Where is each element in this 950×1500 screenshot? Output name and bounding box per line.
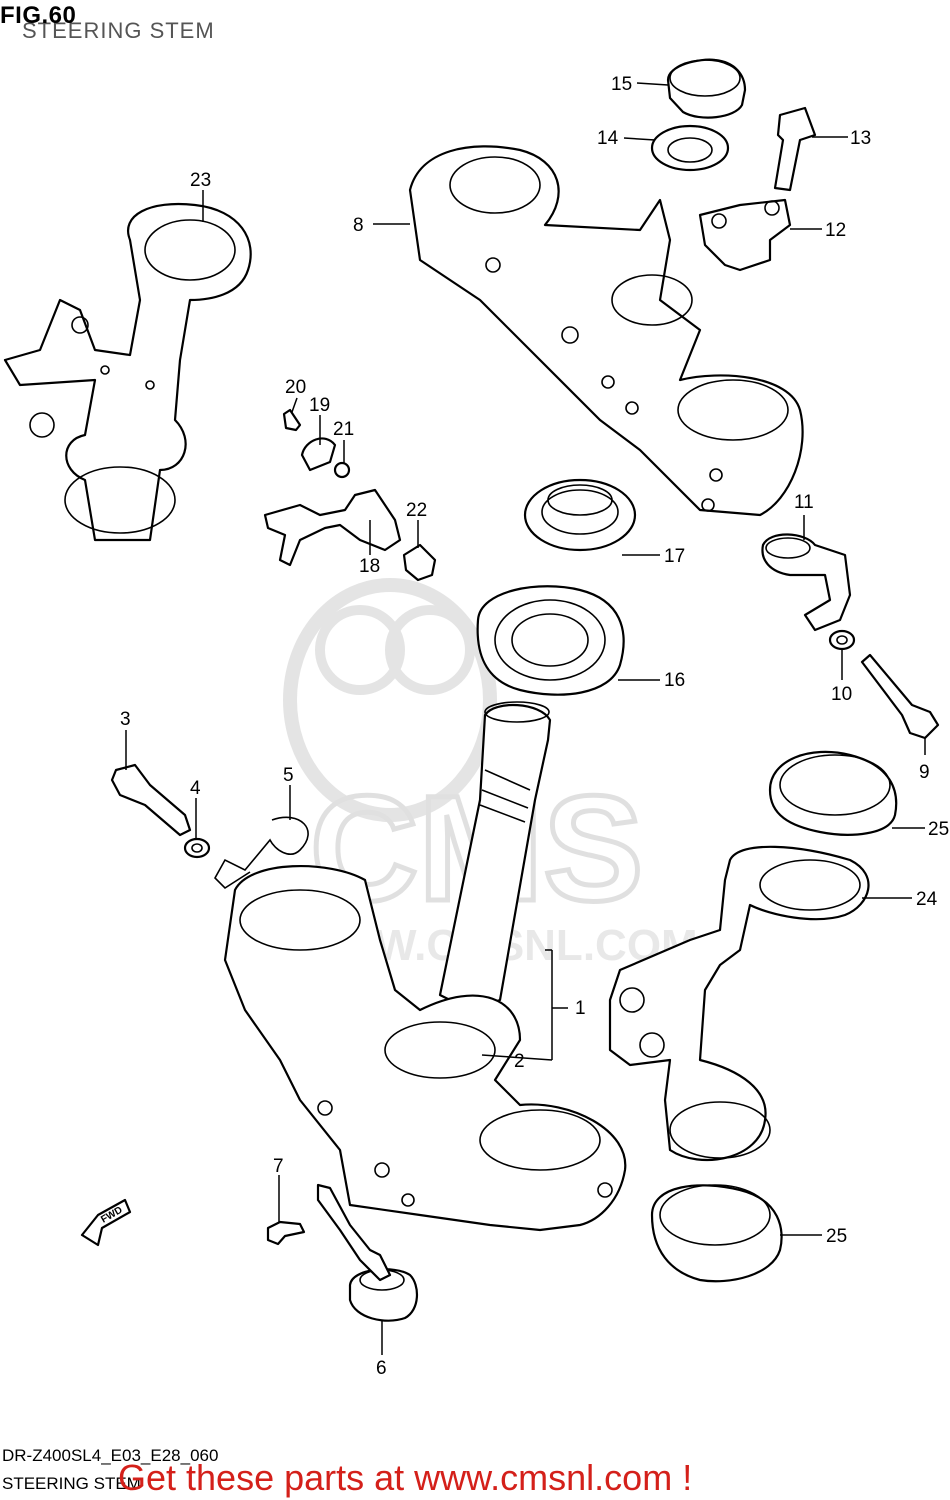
- part-9-bolt: [860, 653, 940, 740]
- part-8-upper-bracket: [408, 145, 804, 517]
- part-19-clamp: [300, 437, 337, 472]
- part-4-washer: [183, 837, 211, 859]
- callout-5: 5: [283, 765, 294, 786]
- callout-labels: 1 2 3 4 5 6 7 8 9 10 11 12 13 14 15 16 1…: [120, 74, 949, 1379]
- callout-15: 15: [611, 74, 632, 95]
- callout-6: 6: [376, 1358, 387, 1379]
- callout-17: 17: [664, 546, 685, 567]
- callout-23: 23: [190, 170, 211, 191]
- callout-16: 16: [664, 670, 685, 691]
- part-13-bolt: [773, 106, 817, 192]
- part-3-bolt: [110, 763, 192, 837]
- part-15-cap: [666, 58, 747, 119]
- part-21-washer: [333, 461, 351, 479]
- callout-18: 18: [359, 556, 380, 577]
- callout-19: 19: [309, 395, 330, 416]
- diagram-name: STEERING STEM: [2, 1474, 141, 1493]
- callout-2: 2: [514, 1051, 525, 1072]
- callout-10: 10: [831, 684, 852, 705]
- callout-3: 3: [120, 709, 131, 730]
- part-24-bracket-lower: [608, 845, 870, 1162]
- callout-13: 13: [850, 128, 871, 149]
- part-25-dust-seal-lower: [650, 1184, 783, 1283]
- callout-14: 14: [597, 128, 619, 149]
- part-11-grommet: [761, 533, 852, 632]
- promo-link[interactable]: Get these parts at www.cmsnl.com !: [118, 1457, 693, 1498]
- part-23-bracket-upper: [3, 203, 252, 542]
- callout-9: 9: [919, 762, 930, 783]
- part-18-switch: [263, 488, 402, 567]
- callout-25-lower: 25: [826, 1226, 847, 1247]
- leader-lines: [125, 82, 926, 1355]
- callout-25-upper: 25: [928, 819, 949, 840]
- part-5-wire-clip: [214, 816, 309, 890]
- part-20-screw: [282, 408, 302, 432]
- part-10-washer: [828, 629, 856, 651]
- part-12-handlebar-holder: [698, 198, 792, 272]
- callout-4: 4: [190, 778, 201, 799]
- part-17-locknut: [523, 478, 637, 552]
- part-14-washer: [650, 124, 730, 172]
- part-22-cap: [402, 543, 437, 582]
- part-1-steering-stem: [223, 701, 627, 1232]
- figure-number: FIG.60: [0, 2, 77, 29]
- callout-12: 12: [825, 220, 846, 241]
- callout-8: 8: [353, 215, 364, 236]
- callout-22: 22: [406, 500, 427, 521]
- part-7-bolt: [266, 1183, 392, 1282]
- callout-11: 11: [794, 492, 814, 513]
- diagram-code: DR-Z400SL4_E03_E28_060: [2, 1446, 219, 1465]
- callout-20: 20: [285, 377, 306, 398]
- part-25-dust-seal-upper: [768, 750, 898, 836]
- fwd-arrow-icon: FWD: [80, 1198, 132, 1247]
- callout-1: 1: [575, 998, 586, 1019]
- callout-21: 21: [333, 419, 354, 440]
- callout-24: 24: [916, 889, 938, 910]
- part-16-bearing: [476, 585, 625, 696]
- callout-7: 7: [273, 1156, 284, 1177]
- figure-title: STEERING STEM: [22, 18, 215, 43]
